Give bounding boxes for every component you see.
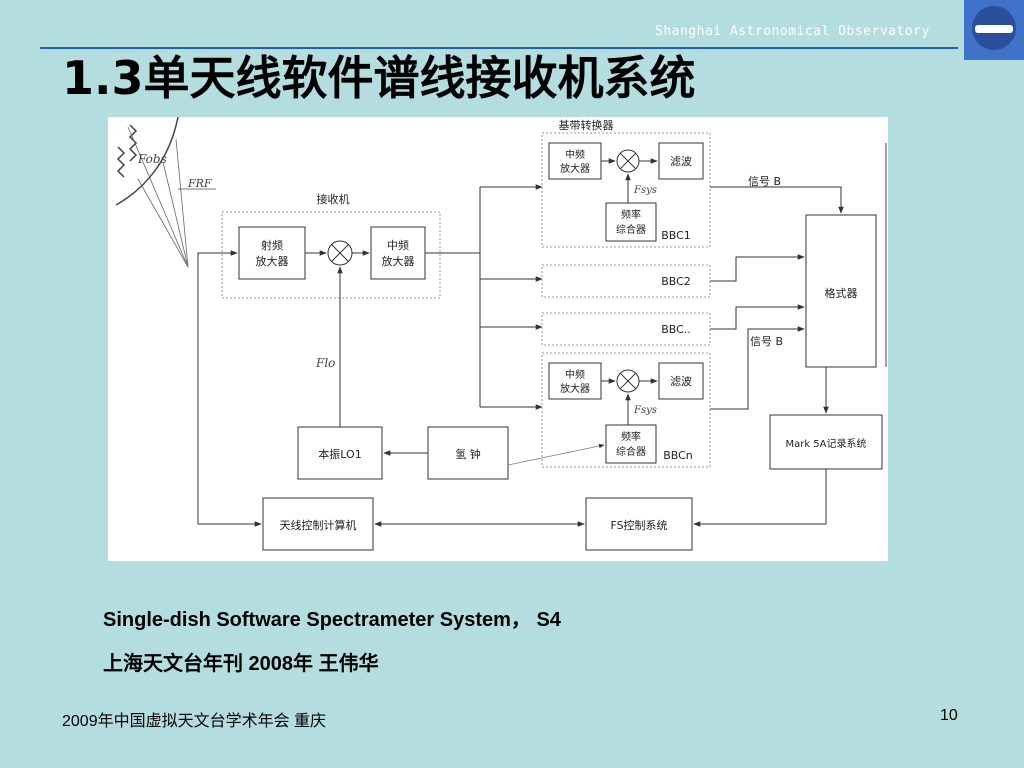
bbc1-synth-line1: 频率 — [621, 208, 641, 221]
fs-control-label: FS控制系统 — [610, 518, 667, 532]
bbc1-group — [541, 132, 711, 248]
bbc-group-label: 基带转换器 — [559, 118, 614, 132]
label-f-rf: FRF — [187, 177, 212, 190]
bbc1-mixer-icon — [616, 149, 640, 173]
if-amplifier-block — [370, 226, 426, 280]
slide-title: 1.3单天线软件谱线接收机系统 — [62, 51, 696, 105]
observatory-logo — [964, 0, 1024, 60]
antenna-computer-block — [262, 497, 374, 551]
mark5a-label: Mark 5A记录系统 — [785, 437, 866, 450]
fs-control-block — [585, 497, 693, 551]
bbc1-filter-label: 滤波 — [670, 155, 692, 168]
bbcn-synth-line1: 频率 — [621, 430, 641, 443]
label-f-obs: Fobs — [137, 152, 167, 166]
bbcn-filter-label: 滤波 — [670, 375, 692, 388]
bbcn-if-amp-line1: 中频 — [565, 368, 585, 381]
caption-title: Single-dish Software Spectrameter System… — [103, 609, 561, 631]
observatory-name: Shanghai Astronomical Observatory — [655, 24, 930, 39]
receiver-group — [221, 211, 441, 299]
if-amp-line1: 中频 — [387, 238, 409, 252]
bbcn-if-amp-line2: 放大器 — [560, 382, 590, 395]
bbcn-synth-line2: 综合器 — [616, 445, 646, 458]
bbc1-if-amp-block — [548, 142, 602, 180]
local-oscillator-block — [297, 426, 383, 480]
bbcn-synth-block — [605, 424, 657, 464]
bbcn-label: BBCn — [663, 449, 693, 462]
bbcn-if-amp-block — [548, 362, 602, 400]
signal-b-top: 信号 B — [748, 175, 781, 188]
signal-b-mid: 信号 B — [750, 335, 783, 348]
system-diagram: Fobs FRF 接收机 射频 放大器 中频 放大器 Flo 本振LO1 氢 钟… — [108, 117, 888, 561]
bbc1-filter-block — [658, 142, 704, 180]
footer-conference: 2009年中国虚拟天文台学术年会 重庆 — [62, 713, 327, 730]
bbc-dots-label: BBC.. — [661, 323, 691, 336]
bbcn-filter-block — [658, 362, 704, 400]
rf-amplifier-block — [238, 226, 306, 280]
rf-amp-line2: 放大器 — [256, 254, 289, 268]
bbc1-synth-block — [605, 202, 657, 242]
bbc1-fsys-label: Fsys — [633, 185, 657, 196]
formatter-label: 格式器 — [825, 286, 858, 300]
receiver-label: 接收机 — [317, 192, 350, 206]
bbcn-mixer-icon — [616, 369, 640, 393]
local-osc-label: 本振LO1 — [318, 447, 361, 461]
caption-source: 上海天文台年刊 2008年 王伟华 — [103, 653, 379, 675]
bbc2-label: BBC2 — [661, 275, 691, 288]
if-amp-line2: 放大器 — [382, 254, 415, 268]
bbcn-fsys-label: Fsys — [633, 405, 657, 416]
formatter-block — [805, 214, 877, 368]
rf-amp-line1: 射频 — [261, 238, 283, 252]
header-rule — [40, 47, 958, 49]
bbc1-synth-line2: 综合器 — [616, 223, 646, 236]
mark5a-block — [769, 414, 883, 470]
logo-emblem-icon — [972, 6, 1016, 50]
label-f-lo: Flo — [315, 356, 335, 370]
antenna-computer-label: 天线控制计算机 — [280, 518, 357, 532]
antenna-dish-icon — [115, 117, 189, 268]
mixer-icon — [327, 240, 353, 266]
bbc1-label: BBC1 — [661, 229, 691, 242]
hydrogen-clock-label: 氢 钟 — [455, 447, 481, 461]
bbc1-if-amp-line2: 放大器 — [560, 162, 590, 175]
bbc1-if-amp-line1: 中频 — [565, 148, 585, 161]
page-number: 10 — [940, 707, 958, 724]
bbcn-group — [541, 352, 711, 468]
